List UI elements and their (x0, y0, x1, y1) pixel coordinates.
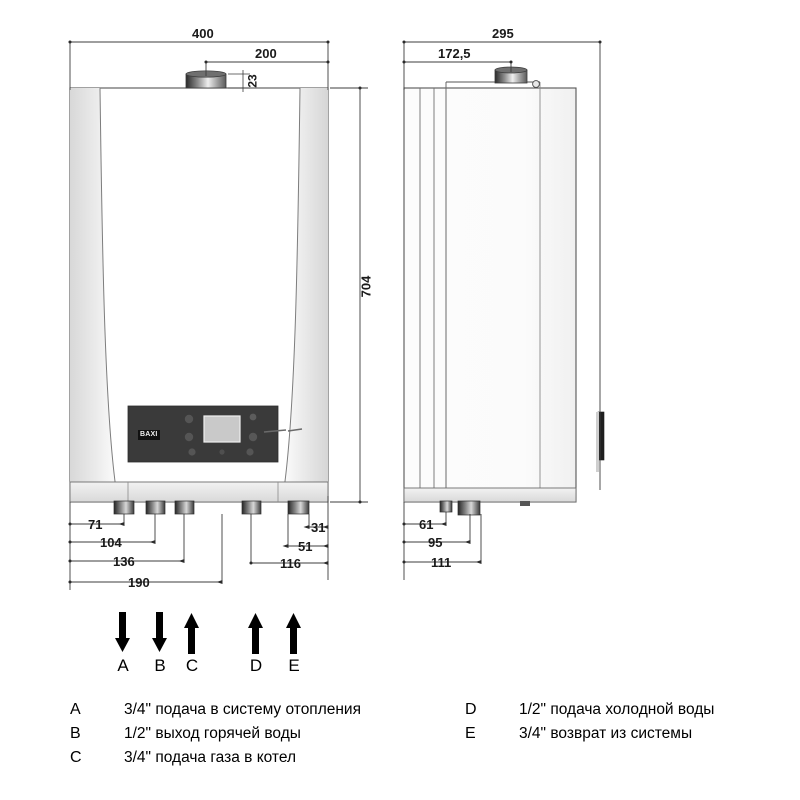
button-left-top (184, 414, 194, 424)
button-right-bottom (248, 432, 258, 442)
dim-label-61: 61 (419, 517, 434, 532)
side-stub-3 (520, 501, 530, 506)
legend-row-b: B 1/2" выход горячей воды (70, 722, 470, 746)
dim-label-172-5: 172,5 (438, 46, 471, 61)
legend-row-a: A 3/4" подача в систему отопления (70, 698, 470, 722)
side-dimensions (402, 40, 602, 490)
side-right-tab-shadow (596, 412, 599, 472)
stub-b (145, 500, 166, 515)
legend-key-e: E (465, 725, 476, 742)
legend-row-c: C 3/4" подача газа в котел (70, 746, 470, 770)
stub-e (287, 500, 310, 515)
legend-row-e: E 3/4" возврат из системы (465, 722, 795, 746)
legend: A 3/4" подача в систему отопления B 1/2"… (0, 698, 800, 798)
stub-c (174, 500, 195, 515)
dim-label-31: 31 (311, 520, 326, 535)
dim-label-190: 190 (128, 575, 150, 590)
arrow-letter-d: D (249, 656, 263, 675)
front-right-shade (282, 88, 328, 502)
side-top-knob (532, 80, 540, 88)
legend-text-a: 3/4" подача в систему отопления (124, 701, 361, 718)
front-right-curve (281, 87, 301, 503)
dim-label-116: 116 (280, 556, 301, 571)
side-view (403, 66, 605, 516)
dim-label-704: 704 (358, 275, 374, 298)
arrow-b-down (152, 612, 167, 652)
front-left-shade (70, 88, 118, 502)
dim-label-51: 51 (298, 539, 313, 554)
legend-text-c: 3/4" подача газа в котел (124, 749, 296, 766)
control-panel (127, 405, 303, 463)
side-bottom-dimensions (402, 502, 482, 580)
arrow-e-up (286, 613, 301, 654)
front-dimensions (68, 40, 368, 504)
front-bottom-dimensions-left (68, 502, 223, 590)
side-stub-2 (457, 500, 481, 516)
arrow-letter-c: C (185, 656, 199, 675)
stub-d (241, 500, 262, 515)
front-bottom-strip (69, 481, 329, 503)
side-body-outline (403, 87, 577, 503)
legend-key-b: B (70, 725, 81, 742)
legend-column-left: A 3/4" подача в систему отопления B 1/2"… (70, 698, 470, 770)
front-view (69, 70, 329, 515)
legend-text-b: 1/2" выход горячей воды (124, 725, 301, 742)
lcd-display (203, 415, 241, 443)
arrow-d-up (248, 613, 263, 654)
dim-label-136: 136 (113, 554, 135, 569)
side-stub-1 (439, 500, 453, 513)
dim-label-200: 200 (255, 46, 277, 61)
dim-label-111: 111 (431, 555, 452, 570)
legend-text-d: 1/2" подача холодной воды (519, 701, 715, 718)
button-right-top (249, 413, 257, 421)
stub-a (113, 500, 135, 515)
panel-marking-1 (263, 429, 287, 433)
dim-label-23: 23 (245, 74, 260, 88)
legend-key-a: A (70, 701, 81, 718)
legend-key-c: C (70, 749, 82, 766)
arrow-a-down (115, 612, 130, 652)
arrow-letter-a: A (117, 656, 129, 675)
panel-marking-2 (287, 428, 303, 432)
side-bottom-strip (403, 487, 577, 503)
button-left-bottom (184, 432, 194, 442)
front-bottom-dimensions-right (249, 496, 329, 580)
arrow-letter-e: E (288, 656, 300, 675)
button-bottom-left (188, 448, 196, 456)
arrow-c-up (184, 613, 199, 654)
button-bottom-mid (219, 449, 225, 455)
button-bottom-right (246, 448, 254, 456)
dim-label-71: 71 (88, 517, 103, 532)
dim-label-104: 104 (100, 535, 122, 550)
dim-label-295: 295 (492, 26, 514, 41)
legend-key-d: D (465, 701, 477, 718)
legend-row-d: D 1/2" подача холодной воды (465, 698, 795, 722)
baxi-brand-logo: BAXI (138, 430, 160, 440)
legend-column-right: D 1/2" подача холодной воды E 3/4" возвр… (465, 698, 795, 746)
dim-label-400: 400 (192, 26, 214, 41)
front-connector-stubs (113, 500, 310, 515)
front-left-curve (99, 87, 119, 503)
connection-arrows (115, 612, 301, 654)
legend-text-e: 3/4" возврат из системы (519, 725, 693, 742)
dim-label-95: 95 (428, 535, 443, 550)
arrow-letter-b: B (154, 656, 166, 675)
